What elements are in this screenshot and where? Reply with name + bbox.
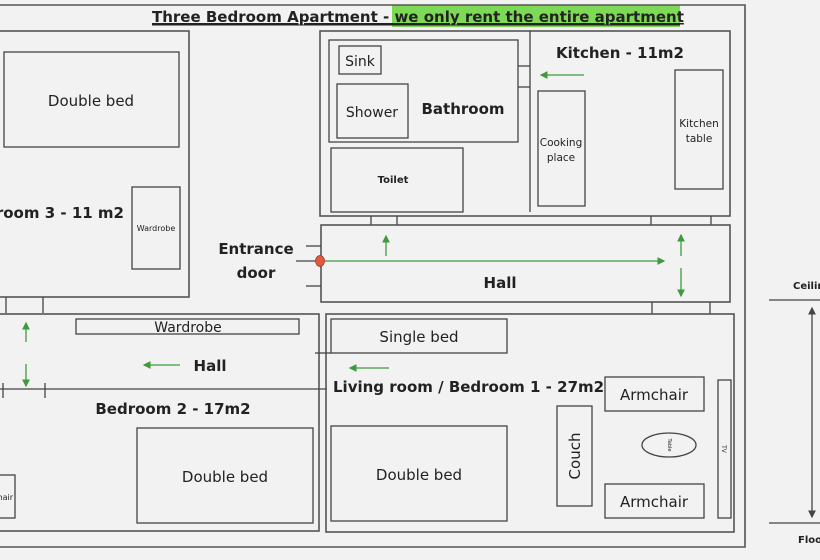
cooking-place (537, 90, 586, 207)
hall-left-label: Hall (194, 357, 227, 375)
kitchen-table-label-1: Kitchen (679, 118, 718, 130)
wardrobe (131, 186, 181, 270)
toilet (330, 147, 464, 213)
title: Three Bedroom Apartment - we only rent t… (152, 8, 684, 26)
double-bed-label: Double bed (48, 92, 134, 110)
tv (717, 379, 732, 519)
chair (0, 474, 16, 519)
shower-label: Shower (346, 105, 398, 121)
cooking-label-1: Cooking (540, 137, 583, 149)
kitchen-table (674, 69, 724, 190)
entrance-label-2: door (237, 264, 276, 282)
double-bed (3, 51, 180, 148)
kitchen-label: Kitchen - 11m2 (556, 44, 684, 62)
table-label: Table (666, 438, 672, 452)
floor-label: Floor (798, 535, 820, 546)
wardrobe (75, 318, 300, 335)
double-bed (330, 425, 508, 522)
height-scale: Ceiling Floor (769, 281, 820, 546)
tv-label: TV (720, 444, 727, 454)
cooking-label-2: place (547, 152, 575, 164)
table (641, 432, 697, 458)
hall-top-label: Hall (484, 274, 517, 292)
kitchen-table-label-2: table (686, 133, 713, 145)
single-bed-label: Single bed (379, 328, 458, 346)
bathroom: Sink Shower Bathroom Toilet (319, 30, 731, 217)
armchair (604, 376, 705, 412)
bathroom-label: Bathroom (421, 100, 504, 118)
bedroom-3: Double bed Wardrobe Bedroom 3 - 11 m2 (0, 30, 190, 313)
title-highlight (392, 5, 680, 27)
bedroom-3-label: Bedroom 3 - 11 m2 (0, 204, 124, 222)
couch (556, 405, 593, 507)
sink (338, 45, 382, 75)
wardrobe-label: Wardrobe (154, 320, 221, 336)
bedroom-2-label: Bedroom 2 - 17m2 (95, 400, 250, 418)
ceiling-label: Ceiling (793, 281, 820, 292)
couch-label: Couch (566, 433, 584, 480)
entrance-label-1: Entrance (218, 240, 293, 258)
armchair (604, 483, 705, 519)
armchair-label: Armchair (620, 493, 689, 511)
toilet-label: Toilet (378, 175, 409, 186)
living-room-label: Living room / Bedroom 1 - 27m2 (333, 378, 604, 396)
armchair-label: Armchair (620, 386, 689, 404)
kitchen: Kitchen - 11m2 Cooking place Kitchen tab… (537, 44, 724, 207)
outer-wall (0, 4, 746, 548)
entrance-door-marker[interactable] (315, 255, 325, 267)
chair-label: Chair (0, 493, 14, 502)
double-bed-label: Double bed (182, 468, 268, 486)
sink-label: Sink (345, 54, 376, 70)
double-bed-label: Double bed (376, 466, 462, 484)
single-bed (330, 318, 508, 354)
living-room: Single bed Living room / Bedroom 1 - 27m… (315, 313, 735, 533)
wardrobe-label: Wardrobe (137, 224, 176, 233)
shower (336, 83, 409, 139)
bedroom-2: Wardrobe Hall Bedroom 2 - 17m2 Double be… (0, 313, 327, 532)
double-bed (136, 427, 314, 524)
hall-top: Hall Entrance door (218, 224, 731, 303)
